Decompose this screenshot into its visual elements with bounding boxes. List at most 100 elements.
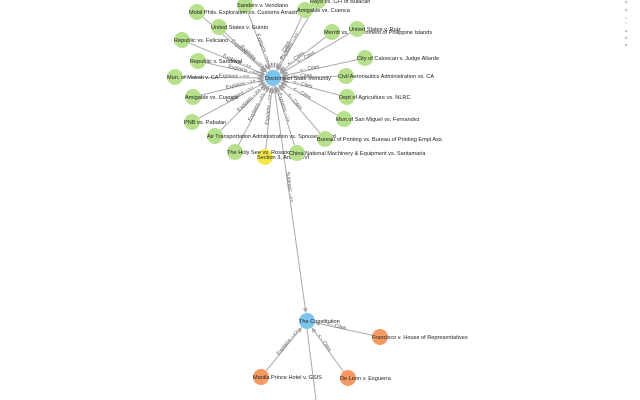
graph-node-holy-see[interactable]: The Holy See vs. Rosario (227, 144, 290, 160)
node-circle[interactable] (189, 4, 205, 20)
graph-edge (279, 86, 321, 134)
graph-edge (265, 88, 273, 150)
graph-node-san-miguel[interactable]: Mun.of San Miguel vs. Fernandez (336, 111, 420, 127)
graph-edge (238, 87, 269, 146)
graph-edge (283, 80, 340, 96)
graph-node-de-leon[interactable]: De Leon v. Esguerra (340, 370, 392, 386)
graph-edge (205, 62, 263, 77)
graph-node-sanders[interactable]: Sanders v. Veridiano (237, 0, 288, 13)
node-circle[interactable] (257, 149, 273, 165)
scroll-indicator[interactable] (624, 0, 628, 47)
node-circle[interactable] (336, 111, 352, 127)
edge-label: Explains -->> (276, 329, 300, 356)
graph-node-amigable-mid[interactable]: Amigable vs. Cuenca (185, 89, 239, 105)
scroll-dot[interactable] (624, 36, 628, 40)
scroll-dot[interactable] (624, 29, 628, 33)
edge-arrowhead (314, 321, 321, 327)
node-circle[interactable] (265, 70, 281, 86)
graph-node-rep-sandoval[interactable]: Republic v. Sandoval (190, 53, 242, 69)
node-circle[interactable] (184, 114, 200, 130)
node-circle[interactable] (317, 131, 333, 147)
node-label: Mun. of Makati v. CA (167, 75, 219, 81)
edge-arrowhead (262, 83, 268, 89)
graph-node-makati[interactable]: Mun. of Makati v. CA (167, 69, 219, 85)
node-circle[interactable] (349, 21, 365, 37)
edge-label: <-- Cites (299, 64, 320, 74)
node-circle[interactable] (227, 144, 243, 160)
node-circle[interactable] (340, 370, 356, 386)
node-circle[interactable] (253, 369, 269, 385)
scroll-dot[interactable] (624, 0, 628, 4)
edge-label: <-- Cites (293, 79, 314, 90)
node-label: The Holy See vs. Rosario (227, 150, 290, 156)
graph-edge (224, 32, 266, 71)
node-circle[interactable] (167, 69, 183, 85)
node-circle[interactable] (211, 19, 227, 35)
node-label: Manila Prince Hotel v. GSIS (253, 375, 322, 381)
node-circle[interactable] (207, 128, 223, 144)
node-circle[interactable] (297, 2, 313, 18)
edge-label: <-- Cites (292, 73, 312, 80)
graph-node-rayo[interactable]: Rayo vs. CFI of Bulacan (310, 0, 370, 9)
scroll-dot[interactable] (624, 8, 628, 12)
node-circle[interactable] (237, 0, 253, 13)
node-circle[interactable] (190, 53, 206, 69)
graph-node-the-constitution[interactable]: The Constitution (299, 313, 340, 329)
graph-node-pnb[interactable]: PNB vs. Pabalan (184, 114, 226, 130)
graph-node-civil-aero[interactable]: Civil Aeronautics Administration vs. CA (338, 68, 434, 84)
graph-node-francisco[interactable]: Francisco v. House of Representatives (372, 329, 468, 345)
node-label: De Leon v. Esguerra (340, 376, 392, 382)
graph-node-amigable-top[interactable]: Amigable vs. Cuenca (297, 2, 351, 18)
node-circle[interactable] (324, 24, 340, 40)
graph-node-china-national[interactable]: China National Machinery & Equipment vs.… (289, 145, 426, 161)
node-circle[interactable] (299, 313, 315, 329)
edge-arrowhead (278, 84, 284, 90)
graph-node-bureau-printing[interactable]: Bureau of Printing vs. Bureau of Printin… (317, 131, 444, 147)
node-circle[interactable] (174, 32, 190, 48)
node-circle[interactable] (372, 329, 388, 345)
graph-edge (275, 88, 296, 146)
graph-edge (189, 42, 264, 75)
graph-node-caloocan[interactable]: City of Caloocan v. Judge Allarde (357, 50, 439, 66)
scroll-dot[interactable] (625, 17, 627, 19)
node-label: Francisco v. House of Representatives (372, 335, 468, 341)
graph-node-us-ruiz[interactable]: United States v. Ruiz (349, 21, 401, 37)
edge-label: Subtopic -->> (284, 171, 294, 203)
graph-edge (265, 329, 301, 372)
node-label: Merritt vs. Government of Philippine Isl… (324, 30, 432, 36)
graph-node-manila-prince[interactable]: Manila Prince Hotel v. GSIS (253, 369, 322, 385)
graph-node-mobil[interactable]: Mobil Phils. Exploration vs. Customs Arr… (189, 4, 301, 20)
node-circle[interactable] (338, 68, 354, 84)
graph-node-merritt[interactable]: Merritt vs. Government of Philippine Isl… (324, 24, 432, 40)
node-label: China National Machinery & Equipment vs.… (289, 151, 426, 157)
node-label: City of Caloocan v. Judge Allarde (357, 56, 439, 62)
graph-node-section-3-article-xvi[interactable]: Section 3, Article XVI (257, 149, 310, 165)
node-label: Republic vs. Feliciano (174, 38, 228, 44)
node-label: Republic v. Sandoval (190, 59, 242, 65)
graph-edge (313, 329, 344, 372)
node-circle[interactable] (357, 50, 373, 66)
node-circle[interactable] (310, 0, 326, 9)
graph-node-air-transport[interactable]: Air Transportation Administration vs. Sp… (207, 128, 336, 144)
node-circle[interactable] (339, 89, 355, 105)
graph-edge (306, 328, 317, 400)
node-label: Amigable vs. Cuenca (185, 95, 239, 101)
graph-edge (278, 7, 315, 69)
edge-arrowhead (296, 327, 302, 333)
graph-edge (247, 12, 270, 68)
edge-label: <-- Cites (316, 333, 333, 353)
scroll-dot[interactable] (625, 22, 627, 24)
edge-arrowhead (302, 307, 308, 314)
graph-node-rep-feliciano[interactable]: Republic vs. Feliciano (174, 32, 228, 48)
node-circle[interactable] (289, 145, 305, 161)
graph-node-us-guinto[interactable]: United States v. Guinto (211, 19, 268, 35)
graph-node-doctrine-state-immunity[interactable]: Doctrine of State Immunity (257, 62, 331, 94)
node-label: Mun.of San Miguel vs. Fernandez (336, 117, 420, 123)
node-circle[interactable] (185, 89, 201, 105)
node-label: PNB vs. Pabalan (184, 120, 226, 126)
graph-node-dept-agri[interactable]: Dept of Agriculture vs. NLRC (339, 89, 411, 105)
scroll-dot[interactable] (624, 43, 628, 47)
node-label: Doctrine of State Immunity (265, 76, 331, 82)
